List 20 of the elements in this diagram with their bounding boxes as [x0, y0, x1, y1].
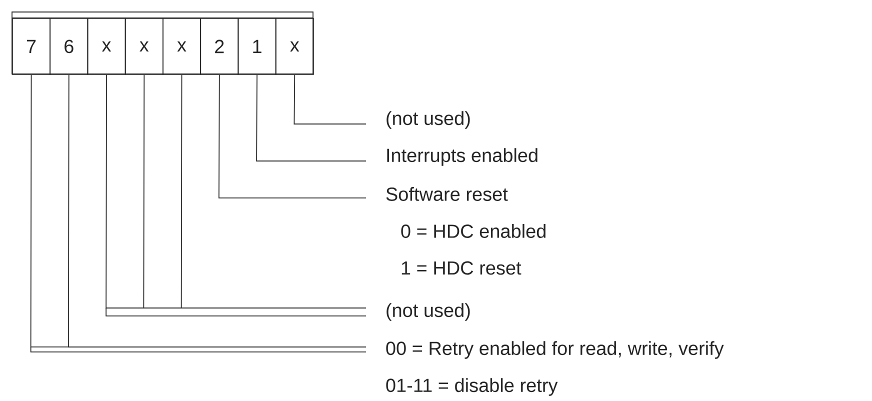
bit-cell: 1	[238, 18, 276, 75]
value-description: 01-11 = disable retry	[386, 378, 558, 396]
bit-description: Software reset	[386, 187, 508, 201]
bit-description: (not used)	[386, 303, 470, 321]
leader-line	[294, 74, 366, 124]
bit-cell: x	[275, 18, 314, 75]
bit-cell: 6	[50, 18, 88, 75]
bit-cell: 2	[200, 18, 239, 75]
bit-description: (not used)	[386, 111, 470, 129]
bit-description: 00 = Retry enabled for read, write, verify	[386, 341, 724, 359]
bit-cell: x	[87, 18, 126, 75]
value-description: 1 = HDC reset	[402, 261, 522, 275]
leader-line	[256, 74, 366, 162]
bit-description: Interrupts enabled	[387, 148, 538, 166]
leader-line	[218, 74, 366, 198]
leader-line	[180, 74, 366, 308]
value-description: 0 = HDC enabled	[401, 224, 546, 238]
bit-cell: x	[124, 18, 164, 75]
bit-cell: x	[162, 18, 202, 75]
bit-cell: 7	[12, 18, 51, 75]
